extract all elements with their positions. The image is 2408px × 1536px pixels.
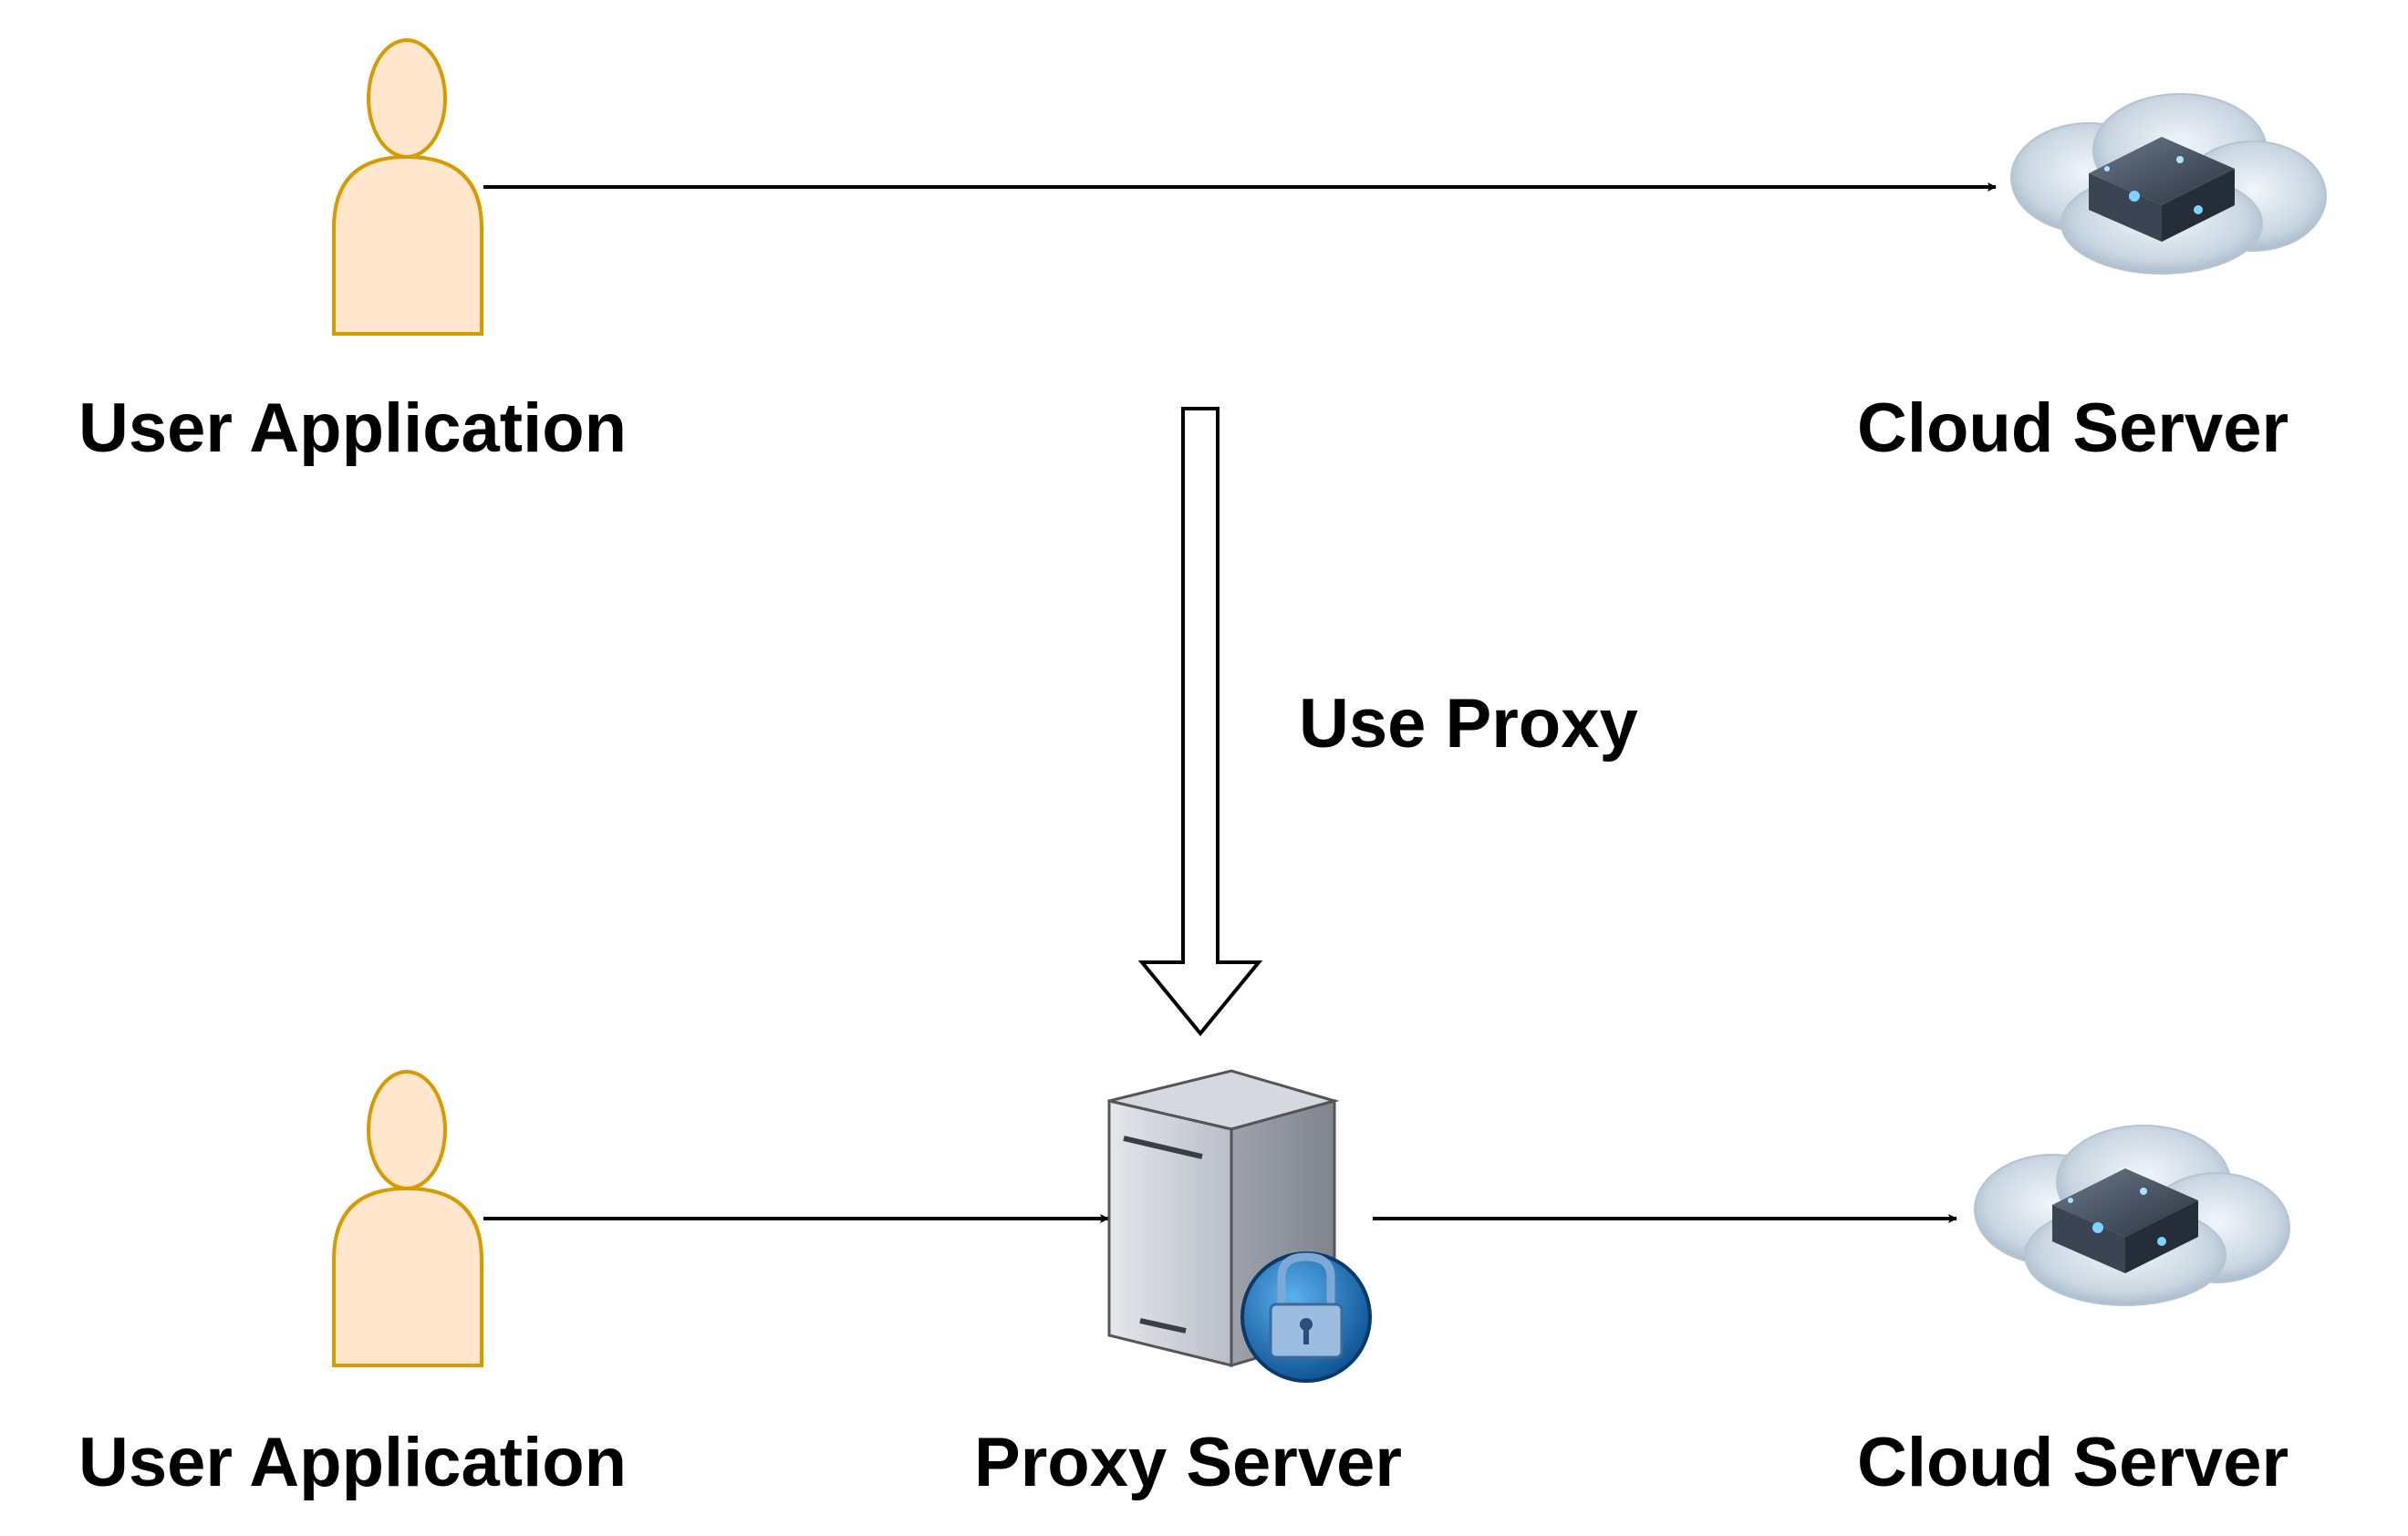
bottom-user-label: User Application: [78, 1424, 628, 1501]
user-icon: [332, 1070, 483, 1367]
top-user-label: User Application: [78, 389, 628, 467]
use-proxy-label: Use Proxy: [1299, 685, 1638, 763]
top-cloud-label: Cloud Server: [1857, 389, 2289, 467]
cloud-server-icon: [2010, 93, 2327, 275]
cloud-server-icon: [1974, 1125, 2290, 1306]
user-icon: [332, 38, 483, 336]
bottom-cloud-label: Cloud Server: [1857, 1424, 2289, 1501]
use-proxy-arrow: [1137, 407, 1263, 1037]
lock-icon: [1240, 1251, 1372, 1383]
proxy-server-label: Proxy Server: [974, 1424, 1402, 1501]
